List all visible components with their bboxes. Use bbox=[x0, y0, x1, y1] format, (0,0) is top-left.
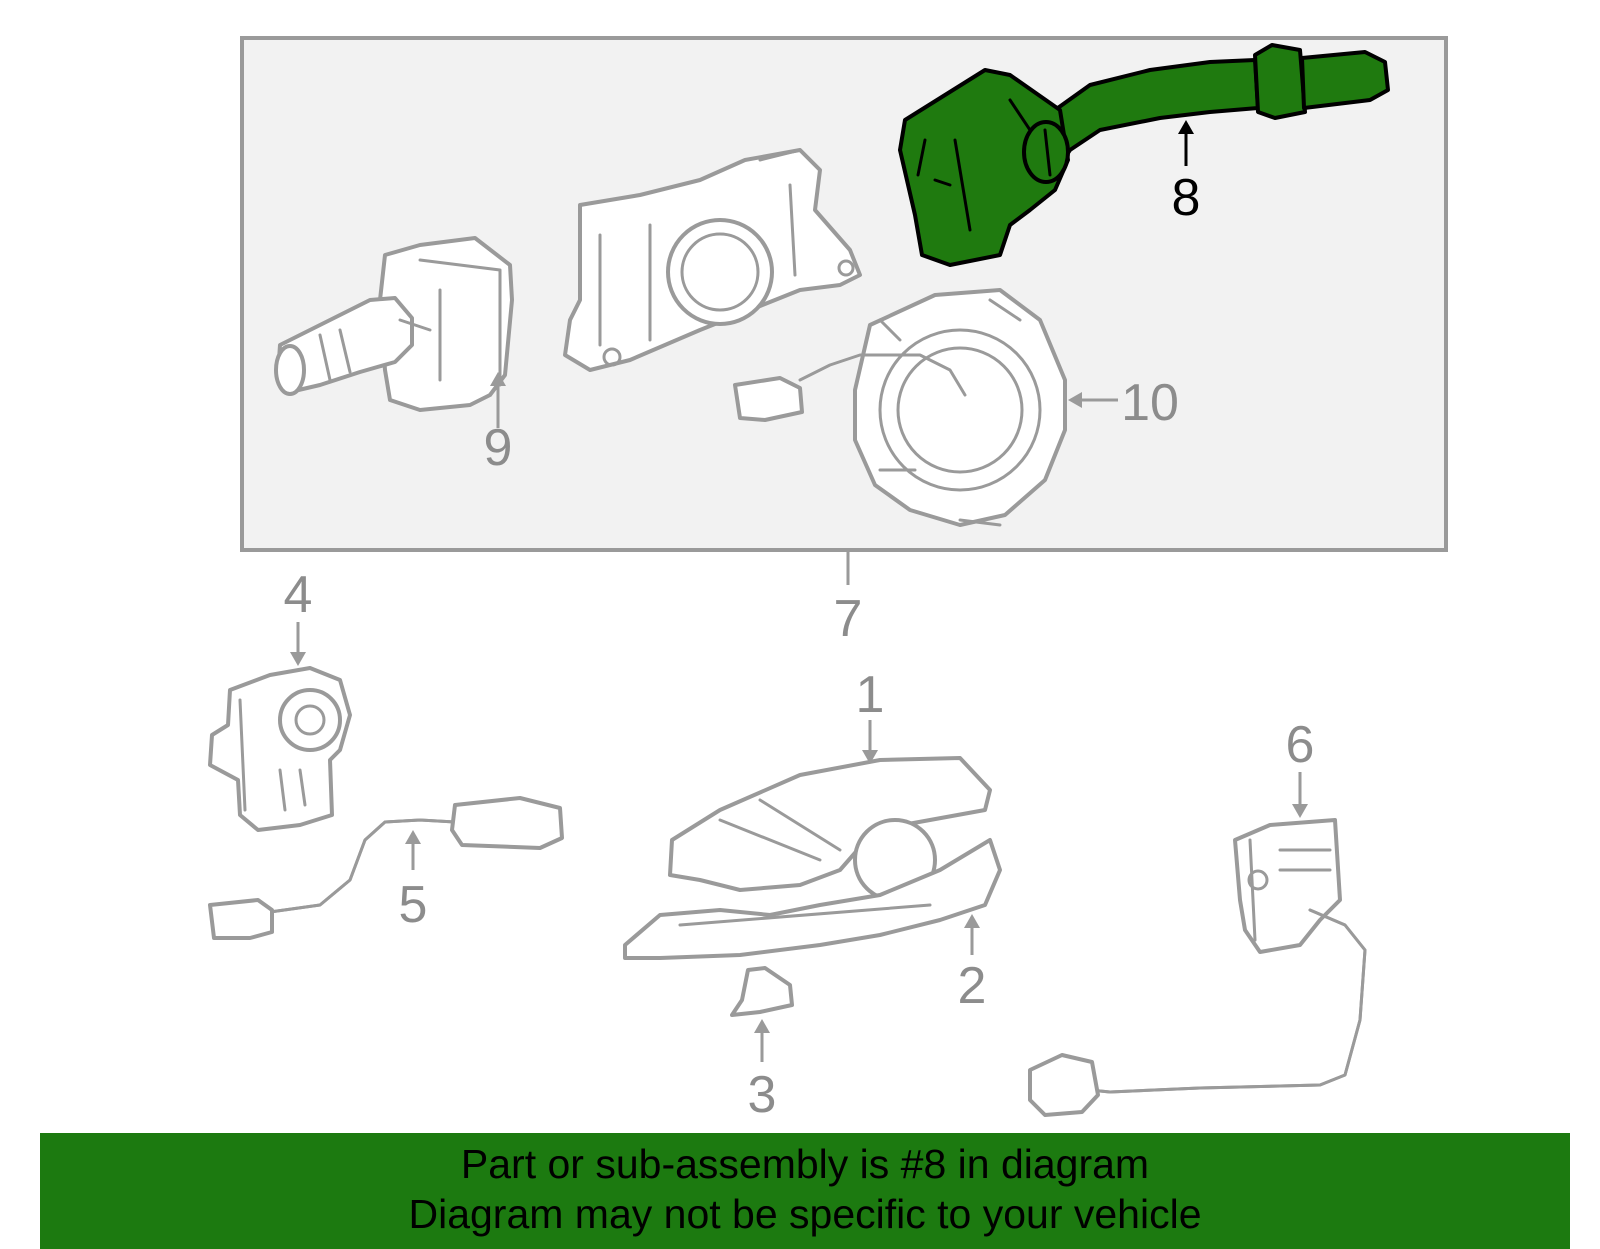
callout-1[interactable]: 1 bbox=[856, 666, 885, 724]
callout-2[interactable]: 2 bbox=[958, 957, 987, 1015]
callout-7[interactable]: 7 bbox=[834, 590, 863, 648]
leader-5-arrowhead bbox=[405, 830, 421, 844]
callout-3[interactable]: 3 bbox=[748, 1066, 777, 1124]
callout-5[interactable]: 5 bbox=[399, 876, 428, 934]
leader-9-arrowhead bbox=[490, 372, 506, 386]
leader-3-arrowhead bbox=[754, 1019, 770, 1033]
part-5-wire-harness[interactable] bbox=[208, 796, 564, 940]
part-2-lower-column-cover[interactable] bbox=[623, 838, 1002, 960]
part-10-clock-spring[interactable] bbox=[733, 288, 1067, 527]
banner-line-1: Part or sub-assembly is #8 in diagram bbox=[460, 1141, 1150, 1187]
callout-9[interactable]: 9 bbox=[484, 419, 513, 477]
callout-8[interactable]: 8 bbox=[1172, 169, 1201, 227]
leader-8-arrowhead bbox=[1178, 120, 1194, 134]
leader-10-arrowhead bbox=[1068, 392, 1082, 408]
callout-6[interactable]: 6 bbox=[1286, 716, 1315, 774]
leader-2-arrowhead bbox=[964, 914, 980, 928]
leader-1-arrowhead bbox=[862, 750, 878, 764]
part-4-ignition-switch[interactable] bbox=[208, 666, 352, 832]
part-6-switch-harness[interactable] bbox=[1028, 818, 1367, 1117]
part-8-turn-signal-switch[interactable] bbox=[898, 43, 1390, 267]
callout-10[interactable]: 10 bbox=[1121, 374, 1179, 432]
callout-4[interactable]: 4 bbox=[284, 566, 313, 624]
notice-banner: Part or sub-assembly is #8 in diagram Di… bbox=[40, 1133, 1570, 1249]
part-9-wiper-switch[interactable] bbox=[274, 236, 514, 412]
banner-line-2: Diagram may not be specific to your vehi… bbox=[408, 1191, 1202, 1237]
combination-switch-housing[interactable] bbox=[563, 148, 862, 372]
part-3-clip[interactable] bbox=[730, 966, 794, 1017]
leader-6-arrowhead bbox=[1292, 804, 1308, 818]
leader-4-arrowhead bbox=[290, 652, 306, 666]
